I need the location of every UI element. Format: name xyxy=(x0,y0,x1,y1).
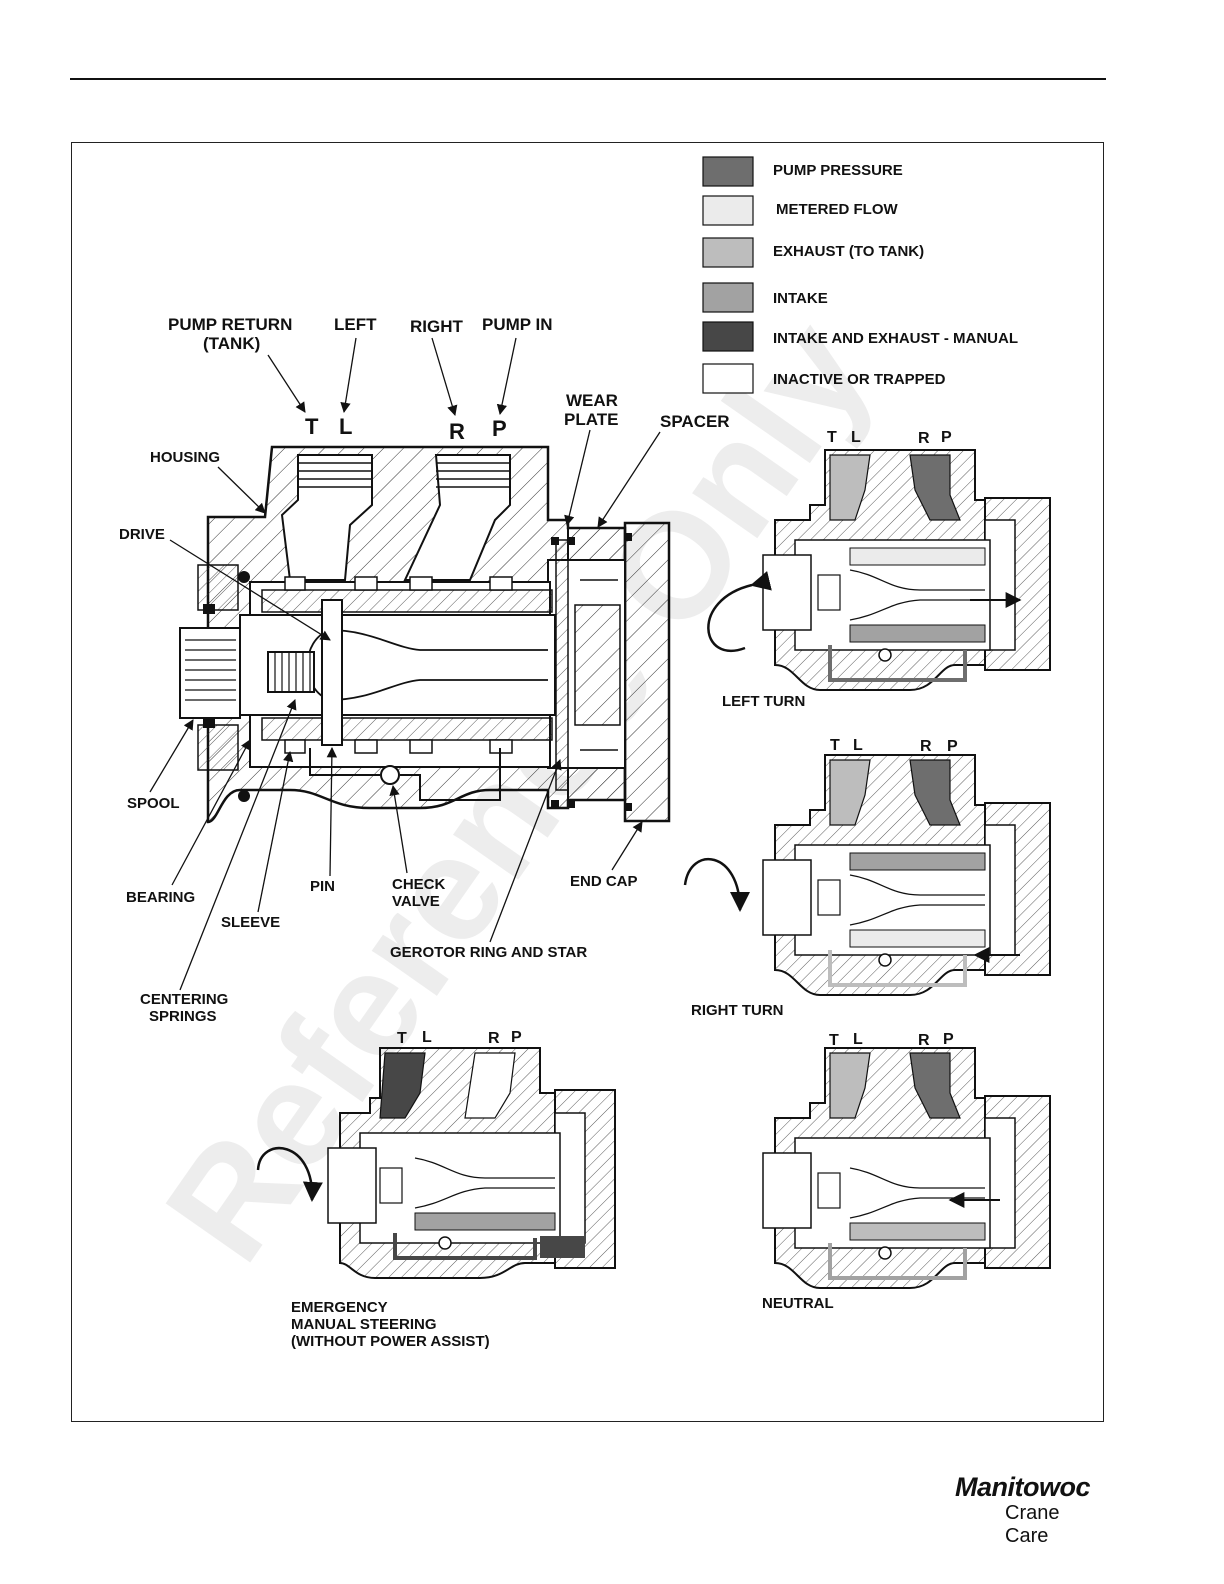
port-letter-r: R xyxy=(449,419,465,444)
port-letter-l: L xyxy=(339,414,352,439)
label-check-valve-2: VALVE xyxy=(392,893,440,910)
label-gerotor: GEROTOR RING AND STAR xyxy=(390,944,587,961)
label-end-cap: END CAP xyxy=(570,873,638,890)
main-labels: PUMP RETURN (TANK) LEFT RIGHT PUMP IN T … xyxy=(119,315,730,1025)
mini-port-l: L xyxy=(853,1031,863,1048)
mini-ports-neutral: T L R P xyxy=(829,1031,954,1049)
mini-port-t: T xyxy=(397,1030,407,1047)
legend-swatch-intake-exhaust-manual xyxy=(702,321,754,352)
legend-label-pump-pressure: PUMP PRESSURE xyxy=(773,162,903,179)
mini-port-t: T xyxy=(830,737,840,754)
mini-port-t: T xyxy=(827,429,837,446)
mini-ports-left-turn: T L R P xyxy=(827,429,952,447)
caption-emergency-2: MANUAL STEERING xyxy=(291,1316,437,1333)
label-pump-in: PUMP IN xyxy=(482,315,553,334)
caption-right-turn: RIGHT TURN xyxy=(691,1002,784,1019)
caption-left-turn: LEFT TURN xyxy=(722,693,805,710)
mini-port-l: L xyxy=(422,1029,432,1046)
mini-ports-right-turn: T L R P xyxy=(830,737,958,755)
mini-port-l: L xyxy=(851,429,861,446)
mini-port-p: P xyxy=(511,1029,522,1046)
right-turn-rotation-arrow xyxy=(683,858,750,912)
leader-lines xyxy=(149,337,661,991)
mini-port-r: R xyxy=(918,1032,930,1049)
mini-diagram-neutral xyxy=(762,1047,1051,1289)
caption-emergency-1: EMERGENCY xyxy=(291,1299,388,1316)
mini-ports-emergency: T L R P xyxy=(397,1029,522,1047)
legend-swatch-metered-flow xyxy=(702,195,754,226)
legend-label-intake: INTAKE xyxy=(773,290,828,307)
caption-emergency-3: (WITHOUT POWER ASSIST) xyxy=(291,1333,490,1350)
label-housing: HOUSING xyxy=(150,449,220,466)
end-cap xyxy=(623,521,671,823)
label-spacer: SPACER xyxy=(660,412,730,431)
legend-label-intake-exhaust-manual: INTAKE AND EXHAUST - MANUAL xyxy=(773,330,1018,347)
mini-diagram-left-turn xyxy=(762,449,1051,691)
legend-swatch-intake xyxy=(702,282,754,313)
figure-frame xyxy=(71,142,1104,1422)
label-bearing: BEARING xyxy=(126,889,195,906)
label-tank: (TANK) xyxy=(203,334,260,353)
label-centering-springs-2: SPRINGS xyxy=(149,1008,217,1025)
legend-swatch-exhaust xyxy=(702,237,754,268)
mini-port-t: T xyxy=(829,1032,839,1049)
mini-port-r: R xyxy=(918,430,930,447)
mini-port-p: P xyxy=(947,738,958,755)
top-rule xyxy=(70,78,1106,80)
emergency-rotation-arrow xyxy=(256,1146,323,1202)
mini-diagram-emergency xyxy=(327,1047,616,1279)
label-centering-springs-1: CENTERING xyxy=(140,991,228,1008)
mini-port-p: P xyxy=(943,1031,954,1048)
mini-port-l: L xyxy=(853,737,863,754)
label-check-valve-1: CHECK xyxy=(392,876,446,893)
label-sleeve: SLEEVE xyxy=(221,914,280,931)
caption-neutral: NEUTRAL xyxy=(762,1295,834,1312)
legend-swatch-inactive xyxy=(702,363,754,394)
mini-port-r: R xyxy=(488,1030,500,1047)
port-letter-t: T xyxy=(305,414,319,439)
manitowoc-logo: Manitowoc Crane Care xyxy=(955,1470,1105,1547)
legend-swatch-pump-pressure xyxy=(702,156,754,187)
mini-diagram-right-turn xyxy=(762,754,1051,996)
mini-port-r: R xyxy=(920,738,932,755)
label-wear-plate-2: PLATE xyxy=(564,410,618,429)
logo-sub: Crane Care xyxy=(1005,1502,1060,1547)
legend-label-inactive: INACTIVE OR TRAPPED xyxy=(773,371,946,388)
label-drive: DRIVE xyxy=(119,526,165,543)
logo-brand: Manitowoc xyxy=(955,1472,1091,1502)
label-pump-return: PUMP RETURN xyxy=(168,315,292,334)
left-turn-rotation-arrow xyxy=(707,571,772,652)
mini-port-p: P xyxy=(941,429,952,446)
label-left: LEFT xyxy=(334,315,377,334)
legend: PUMP PRESSURE METERED FLOW EXHAUST (TO T… xyxy=(702,156,1018,394)
main-cross-section xyxy=(179,445,671,824)
port-letter-p: P xyxy=(492,416,507,441)
label-right: RIGHT xyxy=(410,317,464,336)
label-wear-plate-1: WEAR xyxy=(566,391,618,410)
legend-label-exhaust: EXHAUST (TO TANK) xyxy=(773,243,924,260)
label-spool: SPOOL xyxy=(127,795,180,812)
legend-label-metered-flow: METERED FLOW xyxy=(776,201,898,218)
label-pin: PIN xyxy=(310,878,335,895)
